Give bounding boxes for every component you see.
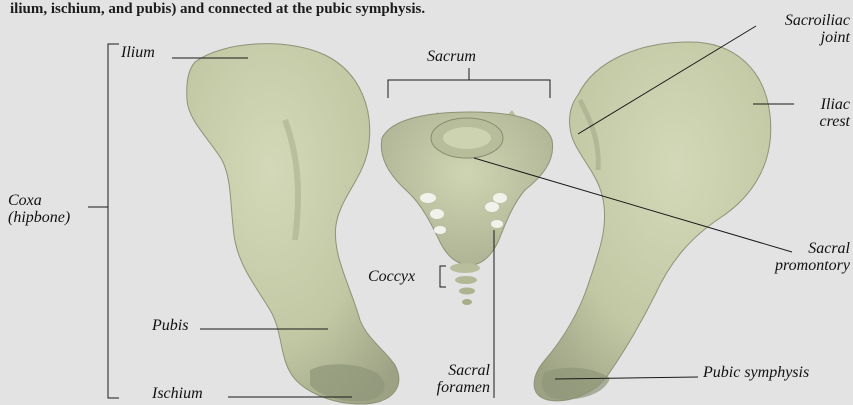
- label-sacral-promontory: Sacral promontory: [720, 240, 850, 274]
- label-pubic-symphysis: Pubic symphysis: [703, 364, 809, 381]
- label-coxa-line1: Coxa: [8, 192, 70, 209]
- label-iliac-crest-line1: Iliac: [790, 96, 850, 113]
- label-coxa: Coxa (hipbone): [8, 192, 70, 226]
- label-iliac-crest-line2: crest: [790, 113, 850, 130]
- label-sacral-foramen-line2: foramen: [418, 379, 490, 396]
- label-iliac-crest: Iliac crest: [790, 96, 850, 130]
- figure-caption: ilium, ischium, and pubis) and connected…: [10, 1, 425, 18]
- sacrum-bracket: [388, 80, 550, 98]
- label-sacroiliac-joint: Sacroiliac joint: [740, 12, 850, 46]
- sacrum-bone: [381, 110, 552, 265]
- label-sacroiliac-line2: joint: [740, 29, 850, 46]
- label-ilium: Ilium: [121, 44, 155, 61]
- right-hipbone: [534, 42, 771, 401]
- coccyx-bone: [450, 263, 480, 305]
- label-sacral-promontory-line2: promontory: [720, 257, 850, 274]
- coccyx-bracket: [440, 266, 446, 287]
- label-ischium: Ischium: [152, 385, 203, 402]
- label-pubis: Pubis: [152, 317, 188, 334]
- label-sacroiliac-line1: Sacroiliac: [740, 12, 850, 29]
- label-coxa-line2: (hipbone): [8, 209, 70, 226]
- label-sacrum: Sacrum: [427, 48, 476, 65]
- coxa-bracket: [108, 44, 119, 398]
- label-sacral-foramen: Sacral foramen: [418, 362, 490, 396]
- label-sacral-promontory-line1: Sacral: [720, 240, 850, 257]
- label-coccyx: Coccyx: [368, 268, 415, 285]
- label-sacral-foramen-line1: Sacral: [418, 362, 490, 379]
- left-hipbone: [187, 44, 399, 404]
